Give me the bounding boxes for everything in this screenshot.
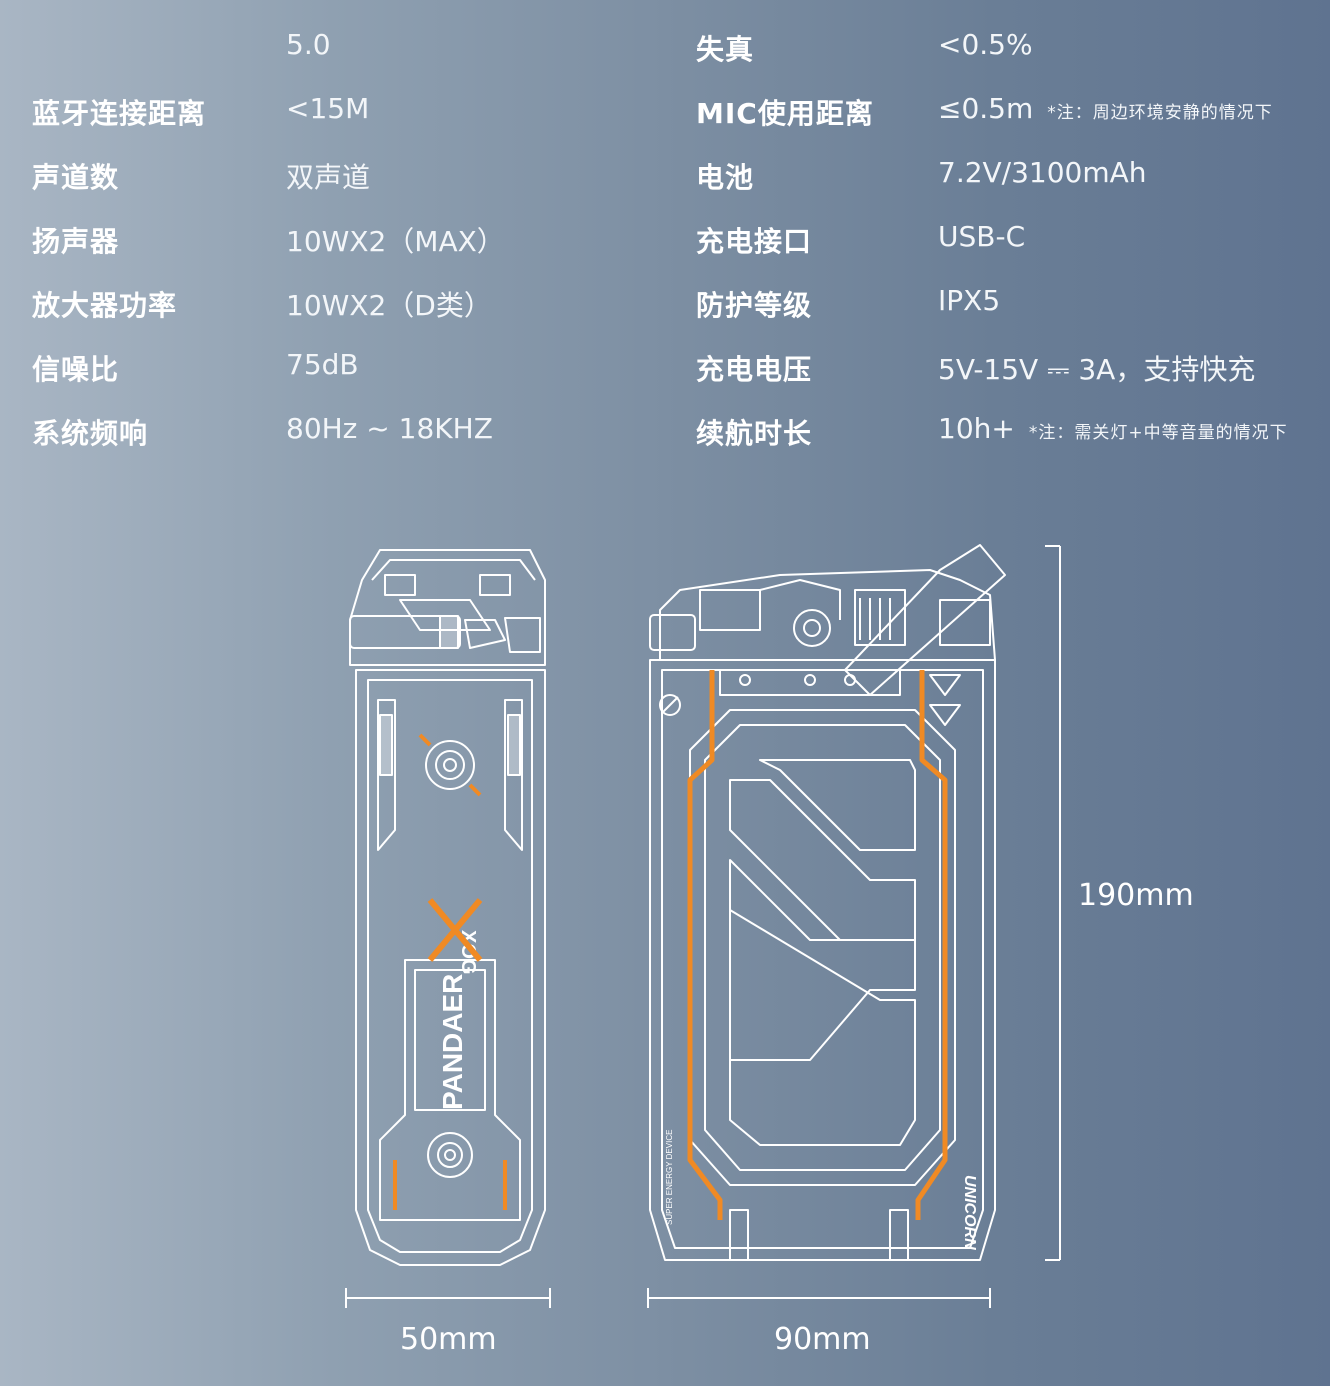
spec-value: <0.5% [938,28,1033,61]
spec-value: 10h+*注：需关灯+中等音量的情况下 [938,412,1288,445]
spec-value: <15M [286,92,370,125]
spec-label: 充电接口 [696,225,813,258]
spec-label: 信噪比 [32,353,120,386]
spec-row: 声道数 双声道 [0,156,1330,220]
spec-label: 防护等级 [696,289,813,322]
spec-value: 5.0 [286,28,331,61]
spec-label: 扬声器 [32,225,120,258]
spec-row: 失真 <0.5% [0,28,1330,92]
spec-value: 80Hz ~ 18KHZ [286,412,493,445]
spec-row: 防护等级 IPX5 [0,284,1330,348]
side-text: UNICORN [961,1175,978,1250]
spec-table: 5.0 蓝牙连接距离 <15M 声道数 双声道 扬声器 10WX2（MAX） 放… [0,0,1330,470]
spec-value: 5V-15V ⎓ 3A，支持快充 [938,353,1256,386]
spec-label: 放大器功率 [32,289,178,322]
spec-label: 充电电压 [696,353,813,386]
dimension-width-side: 50mm [400,1322,497,1357]
spec-label: MIC使用距离 [696,97,874,130]
spec-row: 充电接口 USB-C [0,220,1330,284]
spec-value: ≤0.5m*注：周边环境安静的情况下 [938,92,1273,125]
spec-value: 双声道 [286,161,371,194]
product-drawing: PANDAER XOG UNICORN SUPER ENERGY DEVICE [345,544,1061,1308]
front-markings: UNICORN SUPER ENERGY DEVICE [665,1130,978,1251]
spec-row: 续航时长 10h+*注：需关灯+中等音量的情况下 [0,412,1330,476]
dimension-width-front: 90mm [774,1322,871,1357]
spec-value: 75dB [286,348,359,381]
spec-label: 失真 [696,33,755,66]
brand-x-mark [427,898,483,962]
spec-row: 扬声器 10WX2（MAX） [0,220,1330,284]
spec-label: 蓝牙连接距离 [32,97,207,130]
spec-row: 放大器功率 10WX2（D类） [0,284,1330,348]
dimension-height: 190mm [1078,878,1194,913]
dimension-lines [345,545,1061,1308]
spec-row: 充电电压 5V-15V ⎓ 3A，支持快充 [0,348,1330,412]
spec-row: 系统频响 80Hz ~ 18KHZ [0,412,1330,476]
spec-value: USB-C [938,220,1026,253]
spec-value: 10WX2（MAX） [286,225,505,258]
front-view [649,544,1006,1261]
label-text: SUPER ENERGY DEVICE [665,1130,674,1225]
spec-row: 蓝牙连接距离 <15M [0,92,1330,156]
spec-value: 10WX2（D类） [286,289,492,322]
spec-value: IPX5 [938,284,1001,317]
spec-note: *注：周边环境安静的情况下 [1047,103,1273,123]
spec-label: 声道数 [32,161,120,194]
spec-row: MIC使用距离 ≤0.5m*注：周边环境安静的情况下 [0,92,1330,156]
spec-row: 信噪比 75dB [0,348,1330,412]
brand-text: PANDAER [437,974,468,1110]
spec-row: 电池 7.2V/3100mAh [0,156,1330,220]
spec-label: 系统频响 [32,417,149,450]
spec-row: 5.0 [0,28,1330,92]
side-view [349,549,546,1266]
brand-logo: PANDAER XOG [427,898,483,1110]
spec-label: 续航时长 [696,417,813,450]
spec-value: 7.2V/3100mAh [938,156,1147,189]
spec-note: *注：需关灯+中等音量的情况下 [1028,423,1288,443]
spec-label: 电池 [696,161,755,194]
